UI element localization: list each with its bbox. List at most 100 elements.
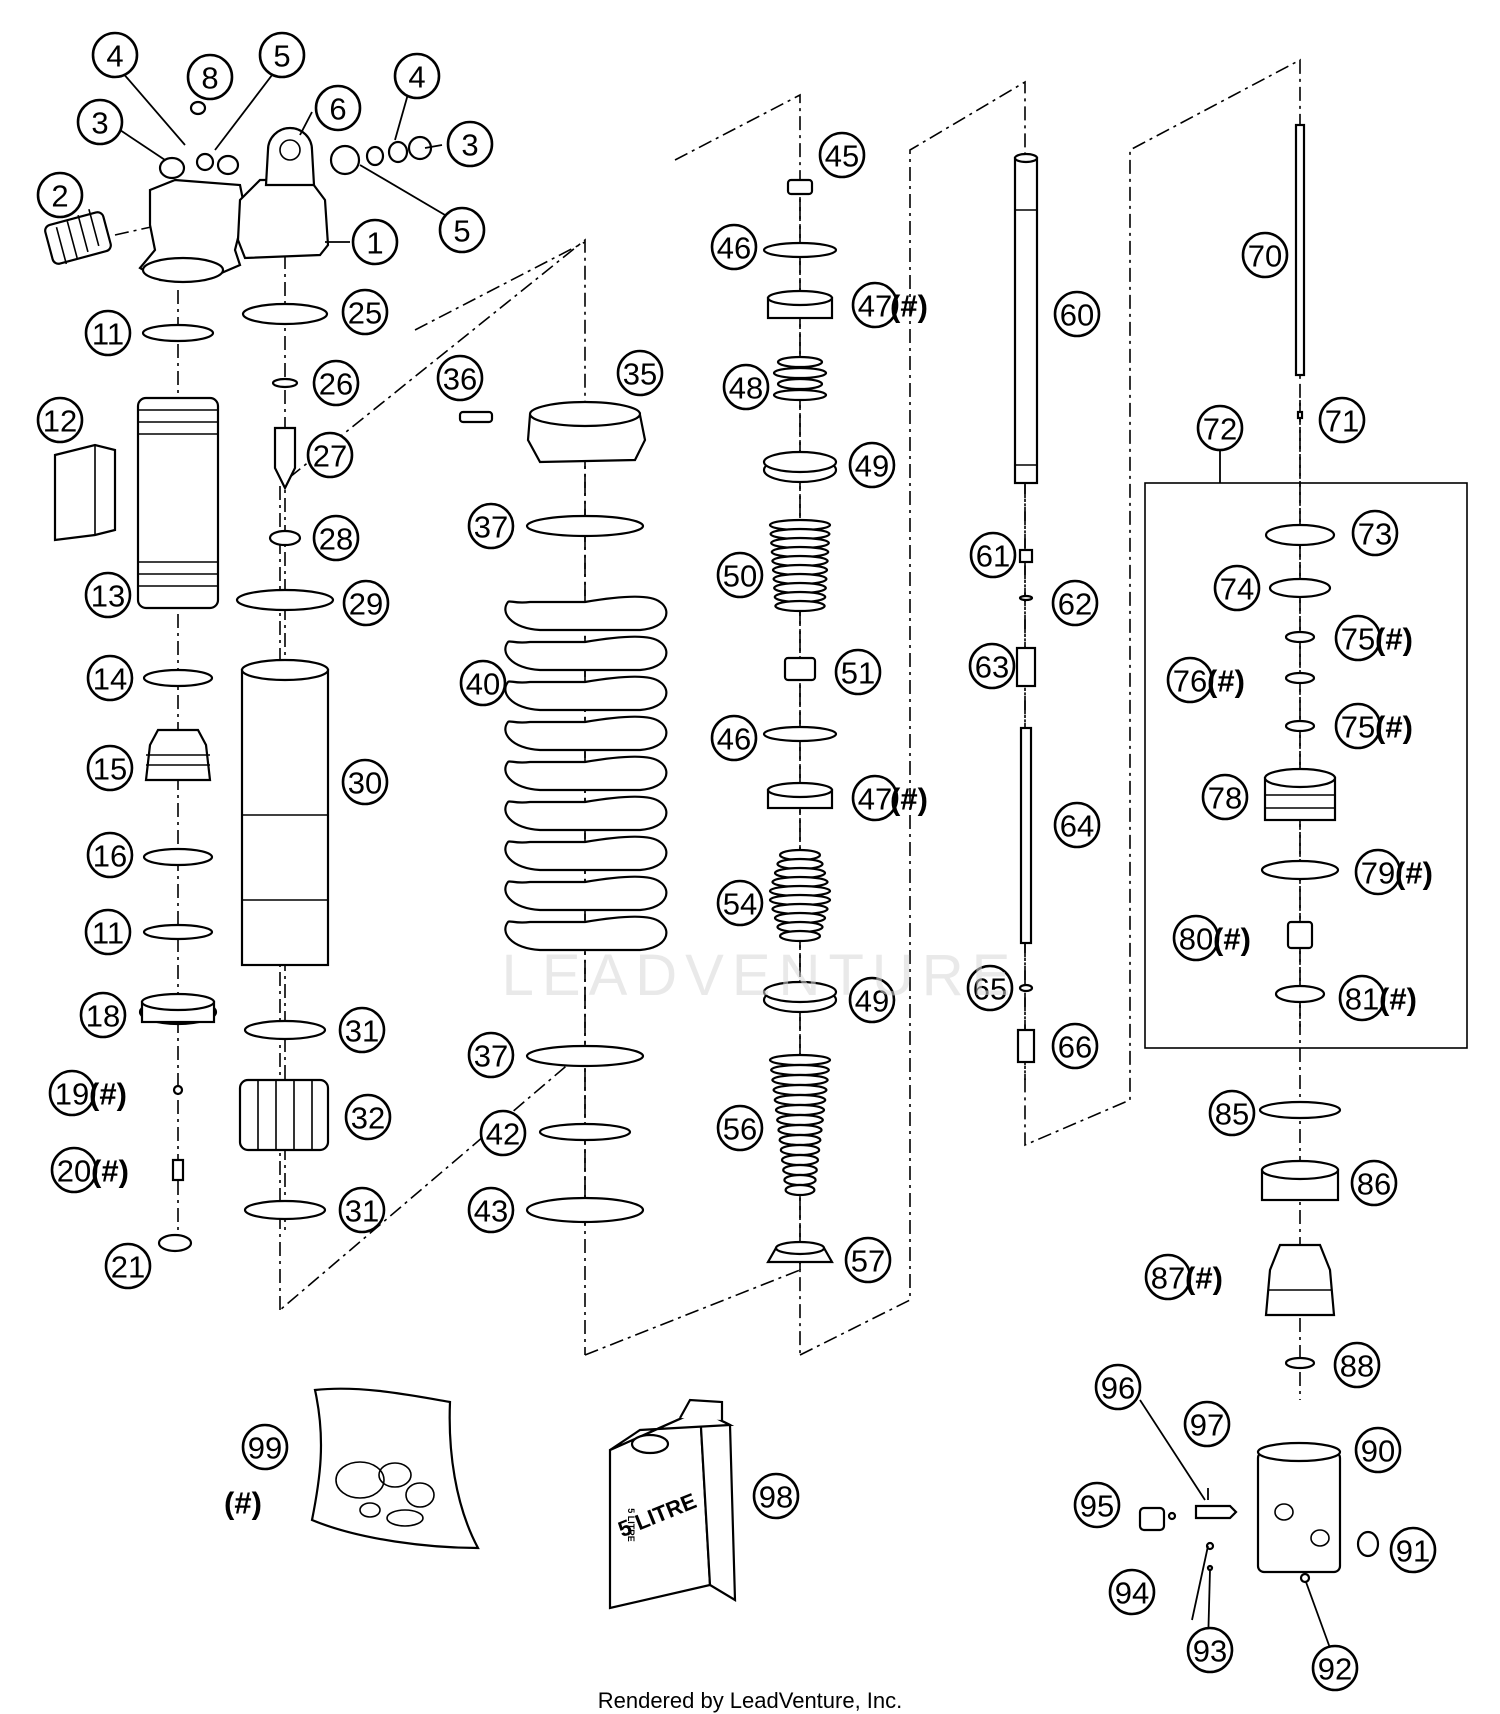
callout-number: 47 bbox=[858, 782, 892, 817]
piston-78 bbox=[1263, 767, 1337, 822]
callout-circle bbox=[1166, 656, 1214, 704]
callout-number: 19 bbox=[55, 1077, 89, 1112]
ring-25 bbox=[241, 302, 329, 326]
callout-circle bbox=[84, 309, 132, 357]
callout-47a: 47(#) bbox=[851, 281, 928, 329]
callout-circle bbox=[616, 349, 664, 397]
callout-circle bbox=[86, 744, 134, 792]
callout-37a: 37 bbox=[467, 502, 515, 550]
callout-number: 49 bbox=[855, 449, 889, 484]
callout-number: 87 bbox=[1151, 1261, 1185, 1296]
callout-circle bbox=[1186, 1626, 1234, 1674]
callout-circle bbox=[716, 551, 764, 599]
callout-circle bbox=[86, 654, 134, 702]
callout-73: 73 bbox=[1351, 509, 1399, 557]
ring-29 bbox=[235, 588, 335, 612]
ring-31-top bbox=[243, 1019, 327, 1041]
callout-51: 51 bbox=[834, 648, 882, 696]
coil-spring-40 bbox=[504, 595, 668, 952]
callout-number: 75 bbox=[1341, 622, 1375, 657]
callout-number: 98 bbox=[759, 1480, 793, 1515]
callout-circle bbox=[851, 281, 899, 329]
callout-circle bbox=[467, 502, 515, 550]
callout-15: 15 bbox=[86, 744, 134, 792]
callout-circle bbox=[1073, 1481, 1121, 1529]
callout-54: 54 bbox=[716, 879, 764, 927]
part-96 bbox=[1167, 1511, 1177, 1521]
callout-number: 2 bbox=[51, 179, 68, 214]
callout-number: 64 bbox=[1060, 809, 1094, 844]
callout-number: 49 bbox=[855, 984, 889, 1019]
callout-27: 27 bbox=[306, 431, 354, 479]
callout-number: 35 bbox=[623, 357, 657, 392]
shim-stack-48 bbox=[772, 355, 828, 402]
callout-number: 18 bbox=[86, 999, 120, 1034]
hash-marker: (#) bbox=[890, 289, 928, 324]
callout-28: 28 bbox=[312, 514, 360, 562]
callout-number: 36 bbox=[443, 362, 477, 397]
callout-18: 18 bbox=[79, 991, 127, 1039]
callout-circle bbox=[344, 1093, 392, 1141]
callout-37b: 37 bbox=[467, 1031, 515, 1079]
callout-circle bbox=[314, 84, 362, 132]
bushing-80 bbox=[1286, 920, 1314, 950]
callout-number: 66 bbox=[1058, 1030, 1092, 1065]
callout-number: 46 bbox=[717, 722, 751, 757]
o-ring-11-top bbox=[141, 323, 215, 343]
callout-circle bbox=[1108, 1568, 1156, 1616]
callout-number: 37 bbox=[474, 510, 508, 545]
sleeve-63 bbox=[1015, 646, 1037, 688]
callout-46a: 46 bbox=[710, 223, 758, 271]
callout-number: 14 bbox=[93, 662, 127, 697]
cap-21 bbox=[157, 1233, 193, 1253]
callout-circle bbox=[969, 531, 1017, 579]
callout-90: 90 bbox=[1354, 1426, 1402, 1474]
callout-number: 31 bbox=[345, 1194, 379, 1229]
callout-30: 30 bbox=[341, 758, 389, 806]
part-61 bbox=[1018, 548, 1034, 564]
callout-63: 63 bbox=[968, 642, 1016, 690]
callout-57: 57 bbox=[844, 1236, 892, 1284]
callout-number: 40 bbox=[466, 667, 500, 702]
seal-head-86 bbox=[1260, 1159, 1340, 1202]
callout-circle bbox=[1334, 702, 1382, 750]
callout-95: 95 bbox=[1073, 1481, 1121, 1529]
callout-19: 19(#) bbox=[48, 1069, 127, 1117]
callout-circle bbox=[341, 758, 389, 806]
callout-number: 16 bbox=[93, 839, 127, 874]
callout-circle bbox=[341, 288, 389, 336]
callout-circle bbox=[436, 354, 484, 402]
callout-number: 93 bbox=[1193, 1634, 1227, 1669]
callout-number: 3 bbox=[91, 106, 108, 141]
part-71 bbox=[1296, 410, 1304, 420]
callout-circle bbox=[241, 1423, 289, 1471]
callout-72: 72 bbox=[1196, 404, 1244, 452]
callout-91: 91 bbox=[1389, 1526, 1437, 1574]
callout-circle bbox=[1318, 396, 1366, 444]
piston-49-top bbox=[762, 450, 838, 484]
ring-75-top bbox=[1284, 630, 1316, 644]
callout-number: 65 bbox=[973, 972, 1007, 1007]
callout-circle bbox=[479, 1109, 527, 1157]
callout-number: 46 bbox=[717, 231, 751, 266]
callout-number: 88 bbox=[1340, 1349, 1374, 1384]
callout-number: 42 bbox=[486, 1117, 520, 1152]
shock-body-30 bbox=[240, 658, 330, 967]
callout-45: 45 bbox=[818, 131, 866, 179]
o-ring-79 bbox=[1260, 859, 1340, 881]
callout-circle bbox=[968, 642, 1016, 690]
seat-43 bbox=[525, 1196, 645, 1224]
ring-31-bottom bbox=[243, 1199, 327, 1221]
piston-15 bbox=[144, 728, 212, 782]
callout-98: 98 bbox=[752, 1472, 800, 1520]
callout-11b: 11 bbox=[84, 908, 132, 956]
callout-number: 50 bbox=[723, 559, 757, 594]
lower-eye-90 bbox=[1256, 1441, 1342, 1574]
subassembly-72-box bbox=[1144, 482, 1468, 1049]
callout-circle bbox=[848, 441, 896, 489]
part-92 bbox=[1299, 1572, 1311, 1584]
callout-circle bbox=[1389, 1526, 1437, 1574]
callout-circle bbox=[438, 206, 486, 254]
callout-circle bbox=[86, 831, 134, 879]
callout-circle bbox=[1053, 801, 1101, 849]
